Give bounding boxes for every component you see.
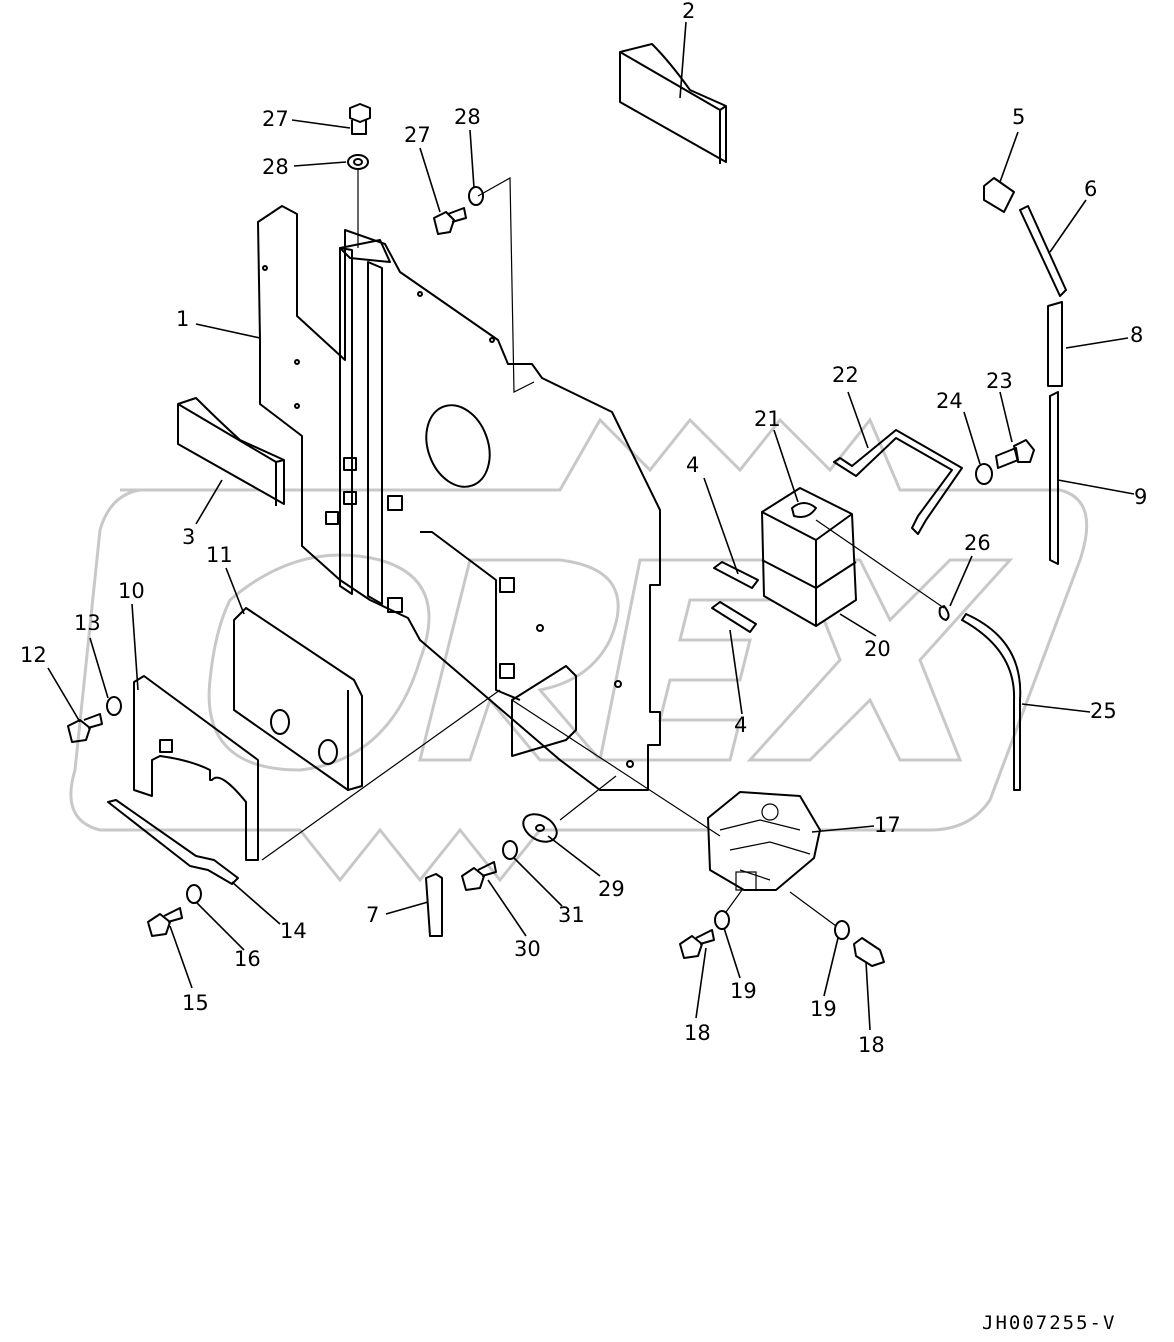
strip-part-8 (1047, 301, 1063, 387)
callout-19a: 19 (730, 979, 757, 1003)
callout-19b: 19 (810, 997, 837, 1021)
washer-part-16 (186, 884, 202, 904)
washer-part-24 (975, 463, 993, 485)
washer-part-29 (522, 813, 558, 843)
washer-part-19b (834, 920, 850, 940)
callout-16: 16 (234, 947, 261, 971)
callout-28b: 28 (454, 105, 481, 129)
reservoir-tank-part-20 (761, 487, 857, 627)
callout-31: 31 (558, 903, 585, 927)
washer-part-28a (347, 154, 369, 170)
callout-6: 6 (1084, 177, 1097, 201)
callout-20: 20 (864, 637, 891, 661)
bolt-part-15 (147, 907, 183, 937)
drawing-code: JH007255-V (982, 1312, 1116, 1334)
pad-part-5 (983, 177, 1015, 213)
callout-15: 15 (182, 991, 209, 1015)
callout-7: 7 (366, 903, 379, 927)
controller-box-part-11 (233, 607, 363, 791)
callout-17: 17 (874, 813, 901, 837)
callout-18b: 18 (858, 1033, 885, 1057)
washer-part-13 (106, 696, 122, 716)
callout-23: 23 (986, 369, 1013, 393)
assembly-lines (261, 170, 945, 927)
callout-3: 3 (182, 525, 195, 549)
callout-9: 9 (1134, 485, 1147, 509)
washer-part-31 (502, 840, 518, 860)
leader-lines (47, 21, 1135, 1031)
callout-5: 5 (1012, 105, 1025, 129)
sub-plate (511, 665, 577, 757)
foam-block-part-2 (619, 43, 727, 164)
washer-part-19a (714, 910, 730, 930)
callout-10: 10 (118, 579, 145, 603)
callout-28a: 28 (262, 155, 289, 179)
callout-21: 21 (754, 407, 781, 431)
callout-22: 22 (832, 363, 859, 387)
callout-1: 1 (176, 307, 189, 331)
washer-part-28b (468, 186, 484, 206)
valve-unit-part-17 (707, 791, 821, 891)
callout-24: 24 (936, 389, 963, 413)
callout-14: 14 (280, 919, 307, 943)
callout-26: 26 (964, 531, 991, 555)
hose-part-25 (961, 613, 1022, 791)
strap-part-22 (833, 429, 963, 535)
callout-2: 2 (682, 0, 695, 23)
clip-part-26 (938, 605, 950, 621)
strip-part-6 (1019, 205, 1067, 297)
callout-12: 12 (20, 643, 47, 667)
callout-27a: 27 (262, 107, 289, 131)
cap-part-21 (791, 502, 817, 518)
callout-27b: 27 (404, 123, 431, 147)
foam-block-part-3 (177, 397, 285, 506)
bolt-part-30 (461, 861, 497, 891)
callout-11: 11 (206, 543, 233, 567)
bar-part-7 (425, 873, 443, 937)
panel-part-1 (257, 205, 661, 791)
callout-4b: 4 (734, 713, 747, 737)
callout-25: 25 (1090, 699, 1117, 723)
bolt-part-27b (433, 207, 467, 235)
bolt-part-27a (349, 103, 371, 135)
callout-30: 30 (514, 937, 541, 961)
link-bar-part-14 (107, 799, 239, 885)
bolt-part-18b (853, 937, 885, 967)
callout-13: 13 (74, 611, 101, 635)
callout-29: 29 (598, 877, 625, 901)
callout-labels: 1 2 3 4 4 5 6 7 8 9 10 11 12 13 14 15 16… (20, 0, 1147, 1057)
bolt-part-18a (679, 929, 715, 959)
bolt-part-23 (995, 439, 1035, 469)
strip-part-9 (1049, 391, 1059, 565)
callout-8: 8 (1130, 323, 1143, 347)
callout-18a: 18 (684, 1021, 711, 1045)
bracket-plate-part-10 (133, 675, 259, 861)
callout-4a: 4 (686, 453, 699, 477)
orex-watermark (69, 417, 1089, 883)
bolt-part-12 (67, 713, 103, 743)
seal-part-4a (713, 561, 759, 589)
seal-part-4b (711, 601, 757, 633)
